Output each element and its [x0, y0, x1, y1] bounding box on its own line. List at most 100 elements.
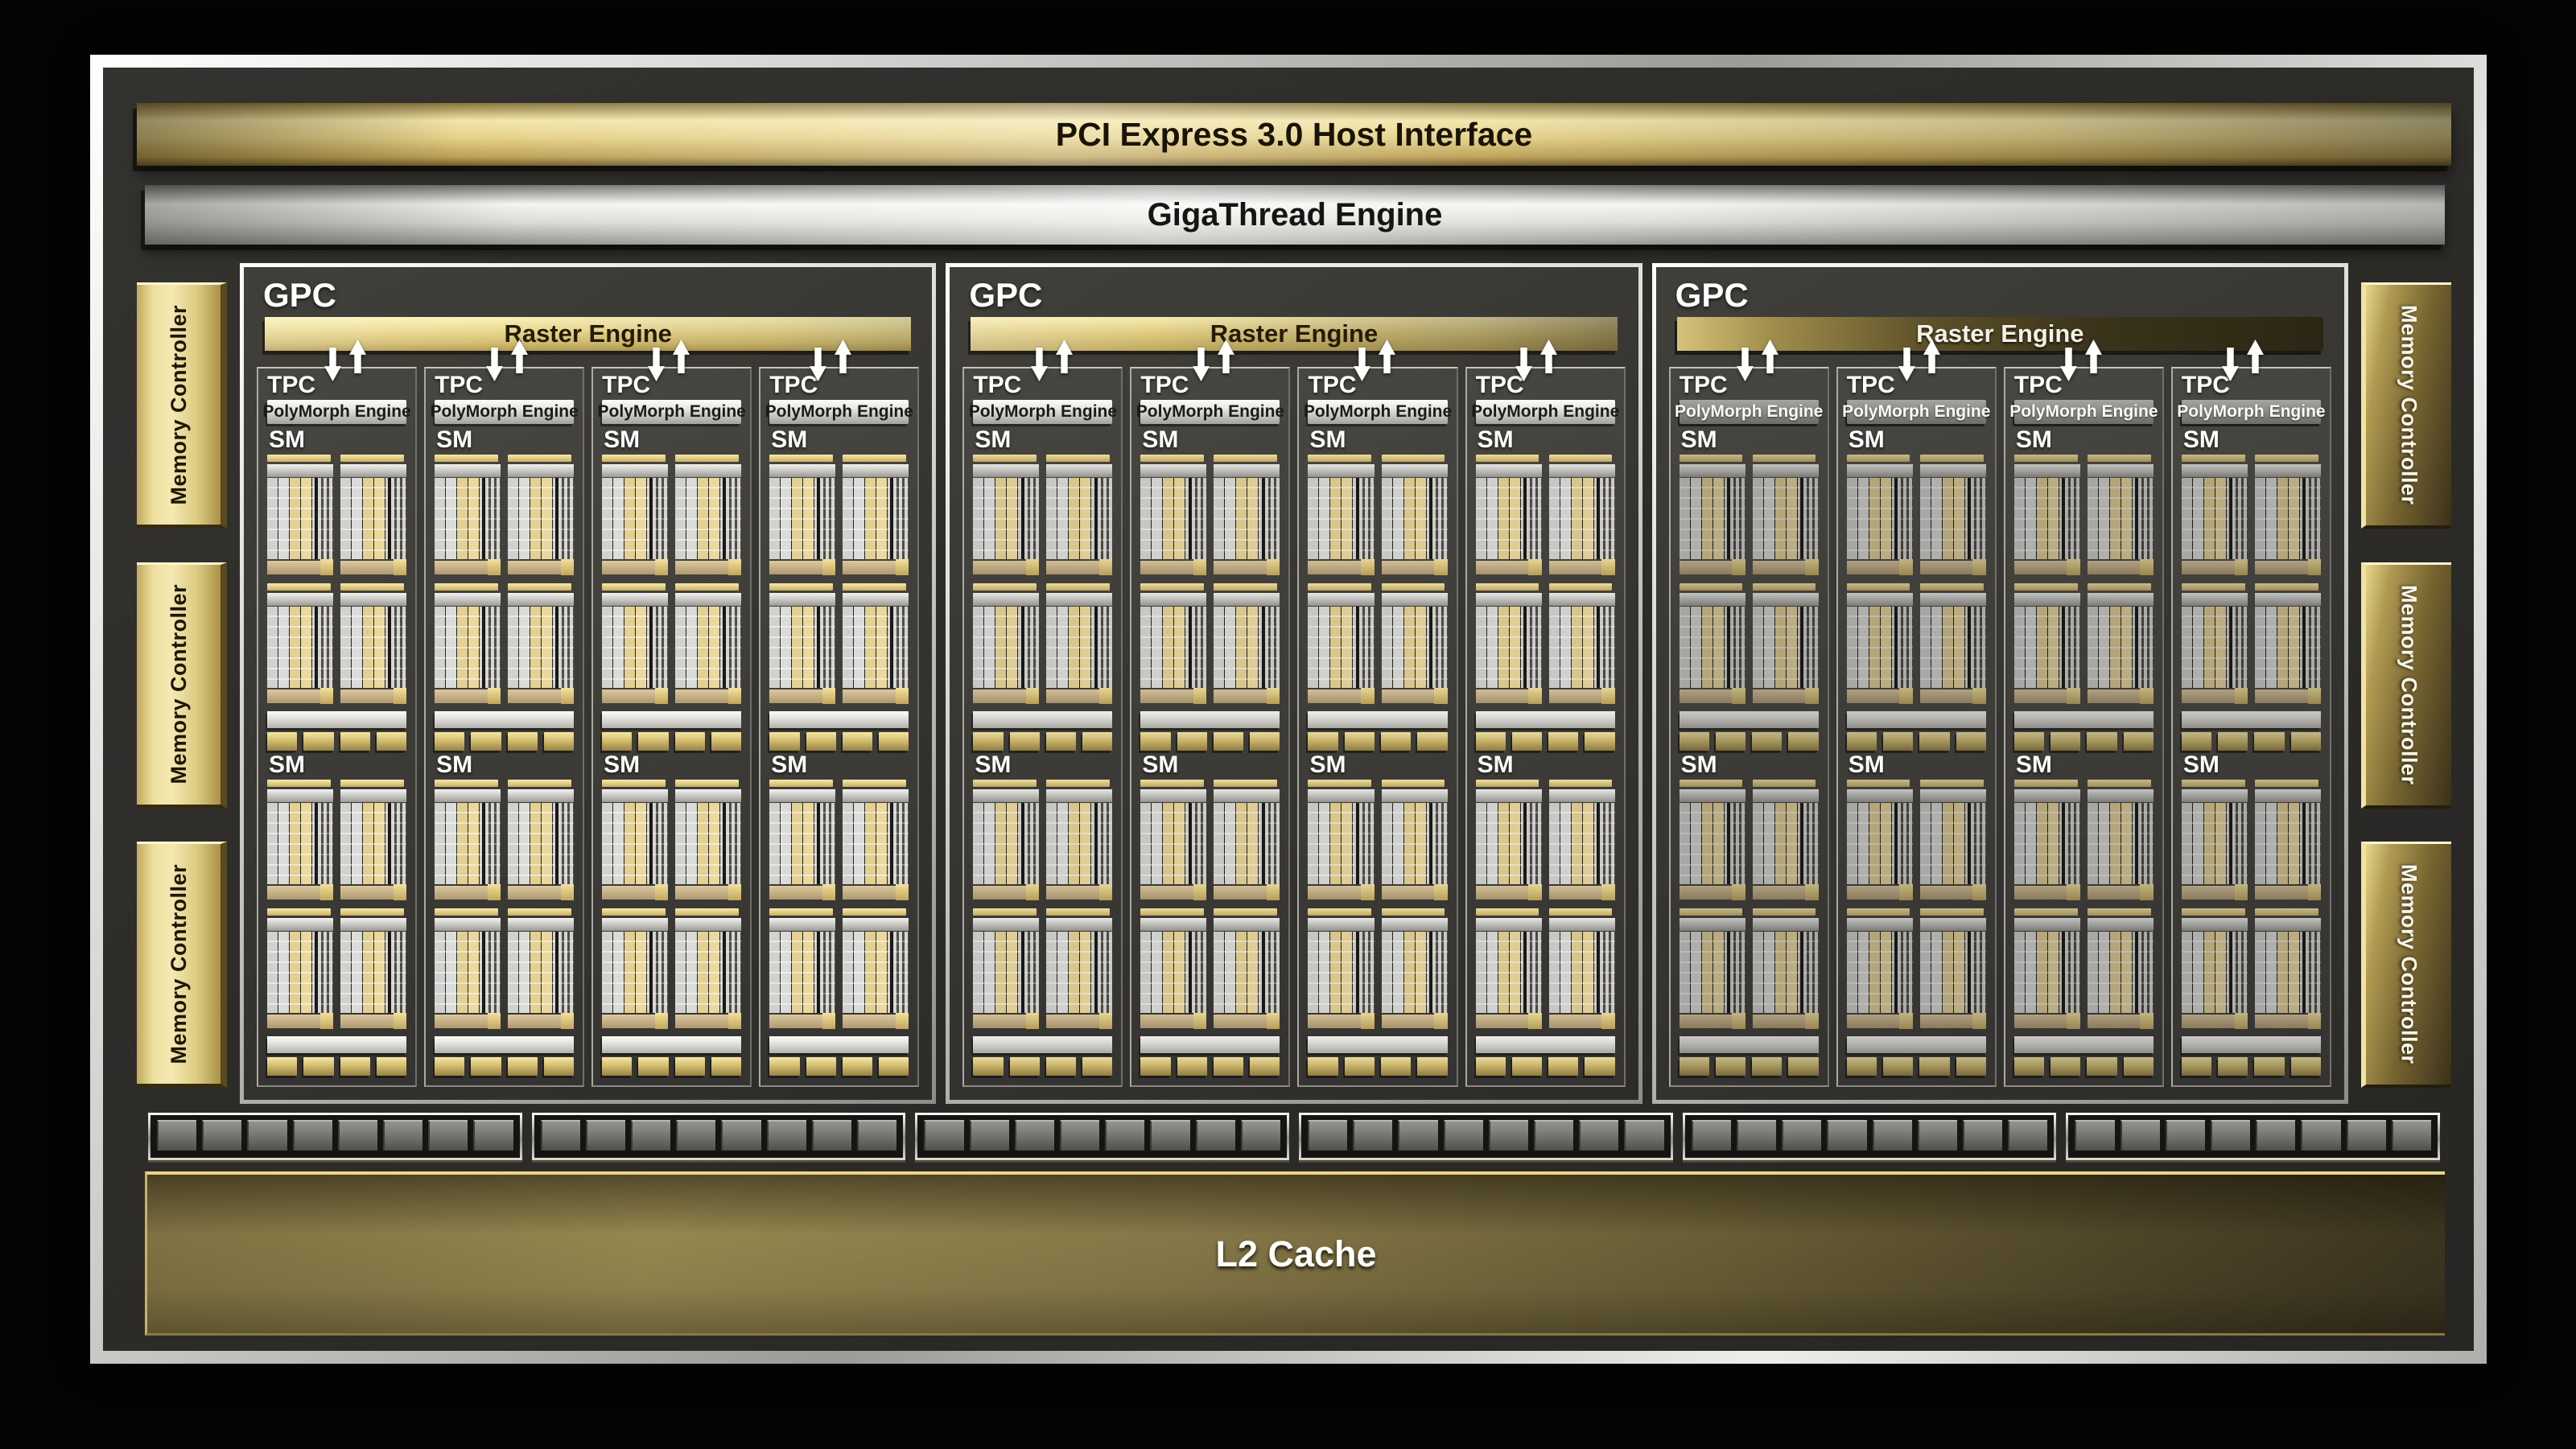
core-block-bottom-bar	[435, 1013, 501, 1029]
core-columns	[769, 932, 818, 1013]
core-block	[2087, 780, 2154, 900]
core-columns	[340, 803, 389, 884]
die-frame: PCI Express 3.0 Host Interface GigaThrea…	[90, 55, 2487, 1364]
core-grid	[340, 932, 407, 1013]
lane-stripes	[1264, 932, 1280, 1013]
texture-unit-block	[2123, 1057, 2154, 1076]
sm-label: SM	[1848, 751, 1885, 778]
core-columns	[1140, 932, 1189, 1013]
core-block	[602, 583, 669, 704]
sm-texture-row	[602, 1057, 742, 1076]
raster-tpc-arrow-pair	[971, 340, 1132, 381]
core-block-scheduler-bar	[675, 593, 742, 606]
core-block	[2087, 455, 2154, 575]
core-columns	[2181, 478, 2230, 559]
lane-stripes	[1097, 932, 1113, 1013]
texture-unit-block	[507, 732, 538, 751]
memory-partition-group	[1299, 1113, 1673, 1160]
core-block-bottom-bar	[508, 1013, 575, 1029]
sm-label: SM	[1477, 751, 1514, 778]
core-grid	[1846, 607, 1913, 688]
core-block-top-bar	[1846, 455, 1910, 462]
core-columns	[1475, 607, 1523, 688]
lane-stripes	[1599, 478, 1615, 559]
sm-texture-row	[2181, 1057, 2321, 1076]
texture-unit-block	[303, 732, 334, 751]
core-grid	[508, 932, 575, 1013]
core-block	[1475, 780, 1542, 900]
core-grid	[1308, 478, 1375, 559]
core-grid	[1214, 932, 1280, 1013]
texture-unit-block	[1009, 732, 1040, 751]
lane-stripes	[726, 932, 742, 1013]
core-block-bottom-bar	[2181, 559, 2248, 575]
core-block-bottom-bar	[1752, 884, 1819, 900]
down-arrow-icon	[1515, 348, 1533, 381]
core-block-top-bar	[769, 455, 833, 462]
lane-stripes	[1970, 607, 1986, 688]
texture-unit-block	[711, 732, 742, 751]
sm-block: SM	[1308, 751, 1448, 1076]
texture-unit-block	[267, 1057, 298, 1076]
core-block-top-bar	[1046, 455, 1111, 462]
gpc-label: GPC	[263, 276, 337, 314]
core-block	[1381, 583, 1448, 704]
down-arrow-icon	[648, 348, 666, 381]
core-block-top-bar	[1548, 908, 1613, 916]
core-columns	[1475, 932, 1523, 1013]
core-columns	[602, 478, 650, 559]
sm-texture-row	[2181, 732, 2321, 751]
sm-shared-memory-bar	[1846, 711, 1986, 728]
core-columns	[675, 478, 723, 559]
memory-cell	[1782, 1120, 1822, 1151]
core-block-top-bar	[2087, 780, 2151, 787]
core-block	[340, 455, 407, 575]
core-columns	[769, 607, 818, 688]
lane-stripes	[1024, 478, 1040, 559]
core-block-bottom-bar	[1919, 559, 1986, 575]
core-block-scheduler-bar	[602, 593, 669, 606]
core-block-bottom-bar	[843, 688, 909, 704]
memory-cell	[766, 1120, 806, 1151]
core-columns	[2254, 478, 2303, 559]
core-columns	[1214, 478, 1262, 559]
core-block	[2087, 583, 2154, 704]
core-grid	[2013, 803, 2080, 884]
texture-unit-block	[303, 1057, 334, 1076]
core-block-bottom-bar	[1381, 688, 1448, 704]
core-block-scheduler-bar	[1140, 464, 1207, 477]
texture-unit-block	[806, 1057, 836, 1076]
core-columns	[1140, 478, 1189, 559]
memory-cell	[2346, 1120, 2386, 1151]
lane-stripes	[485, 607, 501, 688]
core-block	[1475, 583, 1542, 704]
raster-tpc-arrow-pair	[1132, 340, 1294, 381]
core-block-top-bar	[1679, 455, 1743, 462]
core-columns	[1308, 803, 1356, 884]
texture-unit-block	[1250, 732, 1280, 751]
core-columns	[675, 607, 723, 688]
core-block	[2254, 583, 2322, 704]
core-block-scheduler-bar	[508, 918, 575, 931]
core-block	[1308, 583, 1375, 704]
core-block-scheduler-bar	[1919, 789, 1986, 802]
core-block-scheduler-bar	[435, 918, 501, 931]
core-grid	[1214, 803, 1280, 884]
polymorph-engine-label: PolyMorph Engine	[262, 402, 411, 421]
core-block-top-bar	[1919, 908, 1984, 916]
texture-unit-block	[1548, 732, 1579, 751]
raster-engine-label: Raster Engine	[1210, 319, 1379, 348]
sm-core-grid	[267, 780, 407, 1029]
core-block-top-bar	[1919, 780, 1984, 787]
core-block-bottom-bar	[2254, 688, 2322, 704]
core-block	[1381, 780, 1448, 900]
core-columns	[973, 932, 1021, 1013]
core-block-top-bar	[1846, 780, 1910, 787]
lane-stripes	[1097, 607, 1113, 688]
texture-unit-block	[602, 1057, 633, 1076]
texture-unit-block	[1548, 1057, 1579, 1076]
texture-unit-block	[1045, 732, 1077, 751]
core-columns	[1679, 478, 1727, 559]
